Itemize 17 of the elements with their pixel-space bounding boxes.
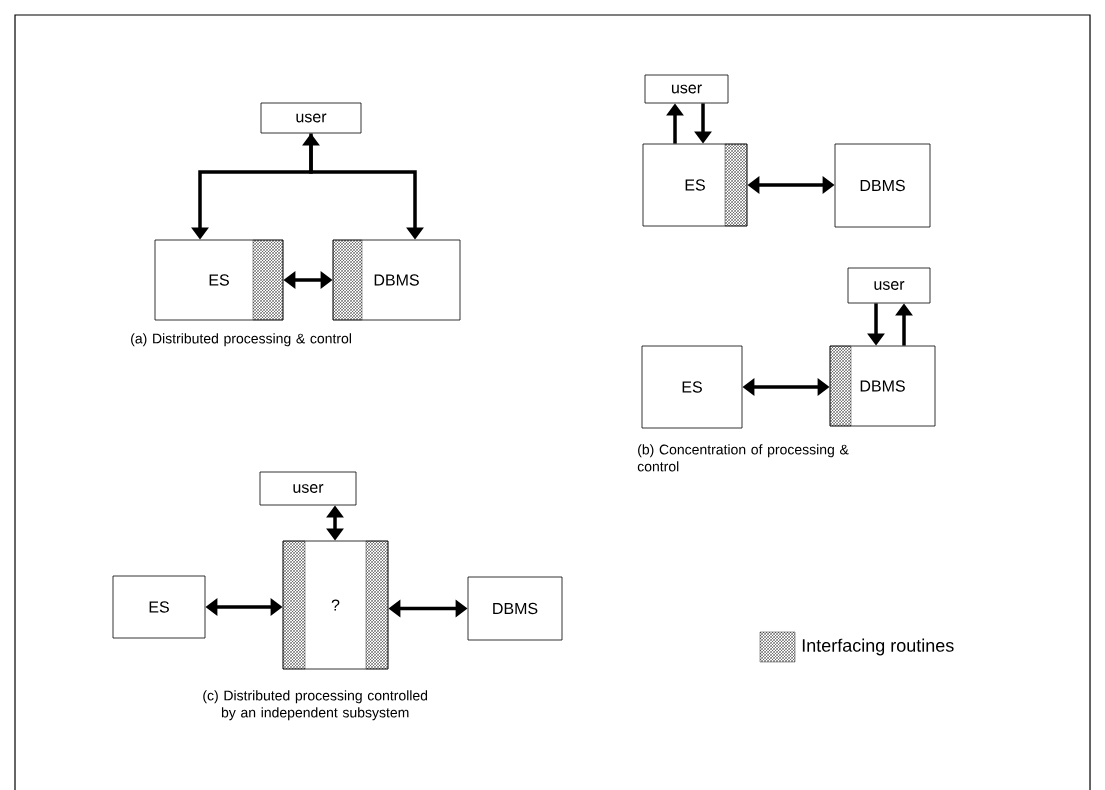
caption: (a) Distributed processing & control	[131, 333, 351, 347]
process-box: user	[259, 471, 357, 506]
process-box: ES	[642, 143, 748, 227]
process-box: DBMS	[332, 239, 461, 321]
process-box: ES	[154, 239, 284, 321]
process-box: user	[847, 267, 931, 304]
caption: (c) Distributed processing controlled by an independent subsystem	[203, 690, 428, 721]
process-box: DBMS	[467, 576, 563, 641]
process-box: ?	[282, 540, 389, 670]
process-box: user	[260, 102, 362, 134]
process-box: ES	[112, 575, 206, 639]
process-box: DBMS	[834, 143, 931, 228]
process-box: DBMS	[829, 345, 936, 427]
process-box: ES	[641, 345, 743, 429]
legend-text: Interfacing routines	[802, 638, 954, 656]
process-box: user	[644, 74, 729, 104]
caption: (b) Concentration of processing & control	[637, 444, 849, 472]
